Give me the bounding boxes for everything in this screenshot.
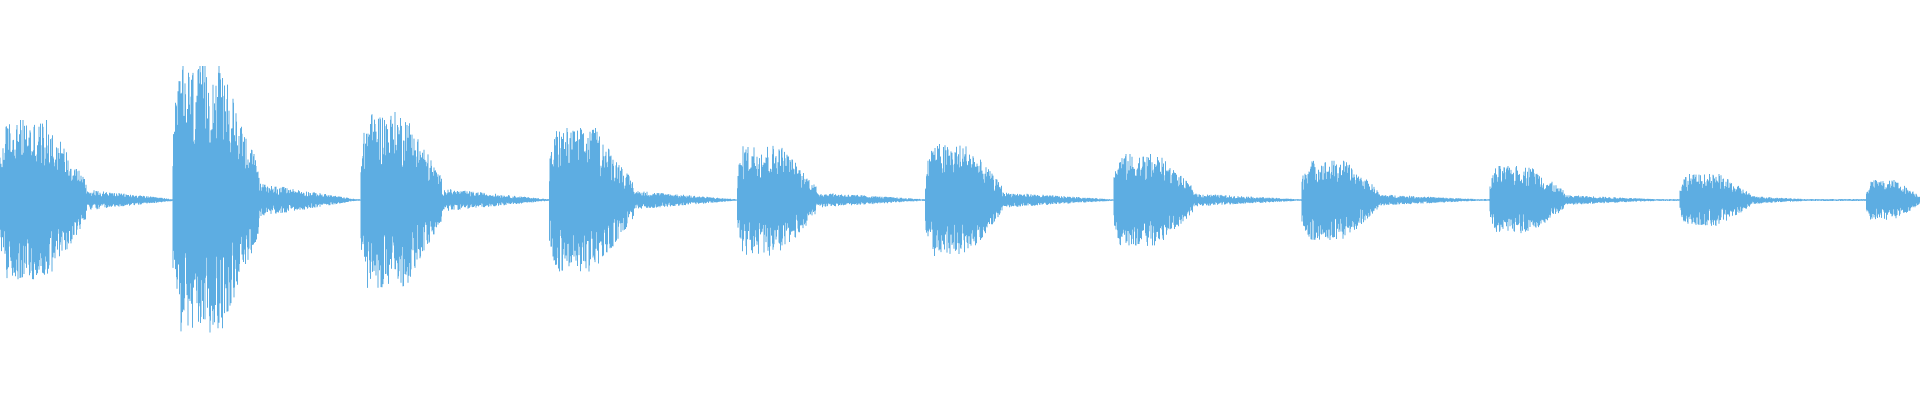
- waveform-signal: [0, 66, 1920, 333]
